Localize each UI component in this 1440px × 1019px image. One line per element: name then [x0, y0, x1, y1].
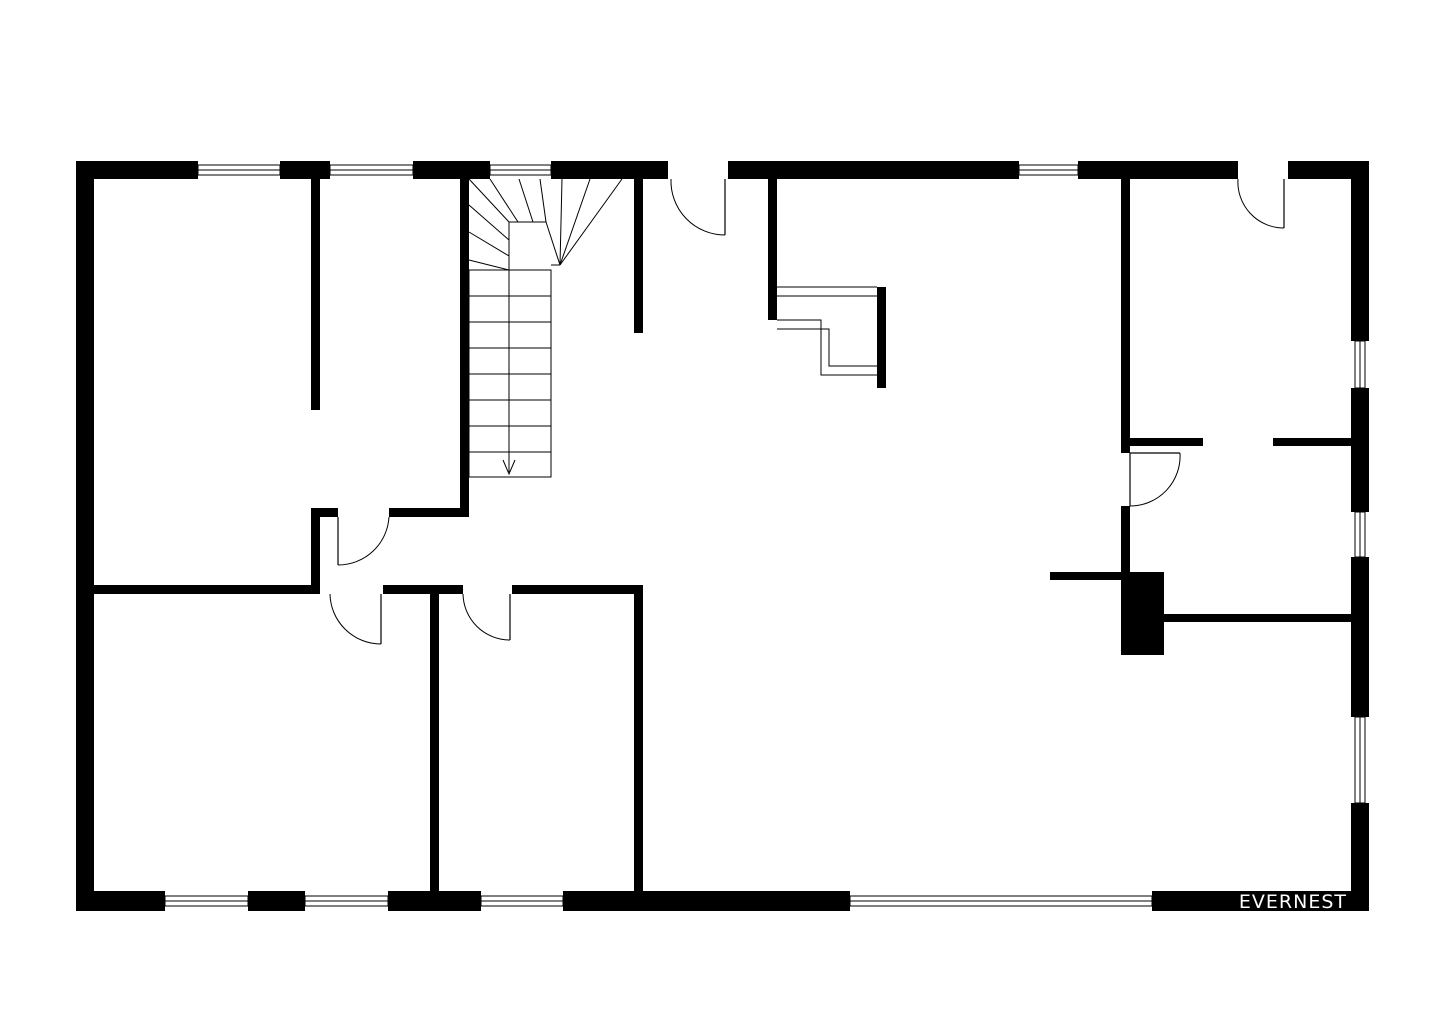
interior-wall-left-horizontal [94, 585, 320, 594]
interior-wall-bottom-divider [430, 585, 439, 891]
brand-logo: EVERNEST [1239, 891, 1347, 913]
outer-wall-top-1 [76, 161, 198, 179]
window-top-3 [489, 164, 552, 176]
staircase [468, 178, 623, 478]
window-bottom-4 [849, 895, 1153, 907]
outer-wall-top-2 [280, 161, 330, 179]
outer-wall-right-1 [1351, 161, 1369, 341]
outer-wall-top-4 [551, 161, 668, 179]
window-right-1 [1354, 340, 1366, 389]
outer-wall-top-5 [728, 161, 1019, 179]
interior-wall-bottom-middle-right [634, 585, 643, 891]
window-right-3 [1354, 716, 1366, 804]
window-bottom-3 [480, 895, 564, 907]
kitchen-counter [777, 286, 877, 376]
outer-wall-bottom-5 [1152, 891, 1369, 911]
door-entrance [670, 178, 726, 236]
interior-wall-right-rooms-upper [1121, 179, 1130, 453]
outer-wall-bottom-3 [388, 891, 481, 911]
door-bottom-left-room [329, 593, 382, 645]
window-top-2 [329, 164, 414, 176]
door-right-middle-room [1129, 452, 1181, 507]
interior-wall-corridor-post [311, 508, 320, 594]
door-top-left-room [337, 516, 390, 566]
outer-wall-top-6 [1078, 161, 1238, 179]
interior-wall-topleft-bottom-right [389, 508, 469, 517]
outer-walls [76, 161, 1369, 911]
outer-wall-right-2 [1351, 388, 1369, 512]
chimney-block [1121, 572, 1164, 655]
interior-wall-chimney-right [1164, 614, 1351, 622]
doors [329, 178, 1285, 645]
window-top-1 [197, 164, 281, 176]
interior-wall-bottom-rooms-top-1 [383, 585, 463, 594]
door-top-right-room [1237, 178, 1285, 229]
window-top-4 [1018, 164, 1079, 176]
outer-wall-bottom-4 [563, 891, 850, 911]
interior-wall-right-horizontal-2 [1273, 438, 1351, 446]
windows [164, 164, 1366, 907]
outer-wall-right-4 [1351, 803, 1369, 911]
outer-wall-bottom-2 [248, 891, 305, 911]
interior-walls [94, 179, 1351, 891]
window-right-2 [1354, 511, 1366, 558]
interior-wall-topleft-bottom-left [311, 508, 338, 517]
interior-wall-chimney-left [1050, 572, 1121, 580]
interior-wall-bottom-rooms-top-2 [512, 585, 643, 594]
interior-wall-right-horizontal-1 [1121, 438, 1203, 446]
interior-wall-stair-left [460, 179, 469, 517]
window-bottom-1 [164, 895, 249, 907]
interior-wall-entrance-stub [634, 179, 643, 333]
door-bottom-middle-room [462, 593, 511, 641]
outer-wall-top-3 [413, 161, 490, 179]
interior-wall-topleft-divider [311, 179, 320, 410]
interior-wall-kitchen-left [768, 179, 777, 320]
outer-wall-left [76, 161, 94, 911]
window-bottom-2 [304, 895, 389, 907]
interior-wall-kitchen-right [877, 287, 886, 388]
outer-wall-right-3 [1351, 557, 1369, 717]
outer-wall-bottom-1 [76, 891, 165, 911]
outer-wall-top-7 [1288, 161, 1369, 179]
